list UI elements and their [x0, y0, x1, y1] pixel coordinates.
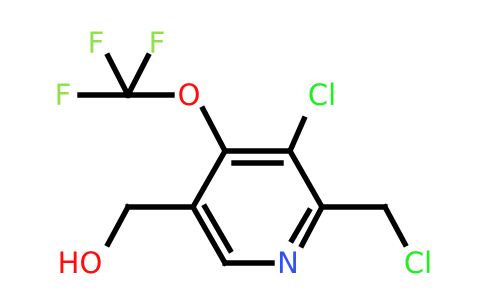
atom-n-ring: N — [277, 246, 299, 280]
atom-cl-chain: Cl — [404, 246, 432, 280]
bond-c2-n-double — [288, 207, 313, 244]
atom-o-ether: O — [178, 78, 201, 112]
atom-f-1: F — [88, 26, 105, 60]
bond-c6-c5 — [189, 203, 229, 267]
bond-c2-n — [298, 203, 326, 249]
bond-c3-cl — [286, 115, 308, 155]
bond-c3-c2 — [286, 147, 326, 211]
atom-labels: F F F O Cl N Cl HO — [55, 26, 433, 280]
atom-f-3: F — [55, 78, 72, 112]
bond-c6-c5-double — [201, 203, 234, 254]
bonds — [77, 52, 409, 267]
bond-ch2-cl — [381, 203, 409, 248]
bond-cf3-f2 — [124, 52, 152, 99]
bond-cf3-f1 — [104, 52, 132, 99]
atom-f-2: F — [149, 26, 166, 60]
bond-ch2-oh — [104, 203, 132, 248]
bond-c5-c4 — [189, 147, 229, 211]
atom-cl-ring: Cl — [308, 78, 336, 112]
bond-c4-o — [199, 105, 229, 155]
atom-ho: HO — [58, 246, 103, 280]
